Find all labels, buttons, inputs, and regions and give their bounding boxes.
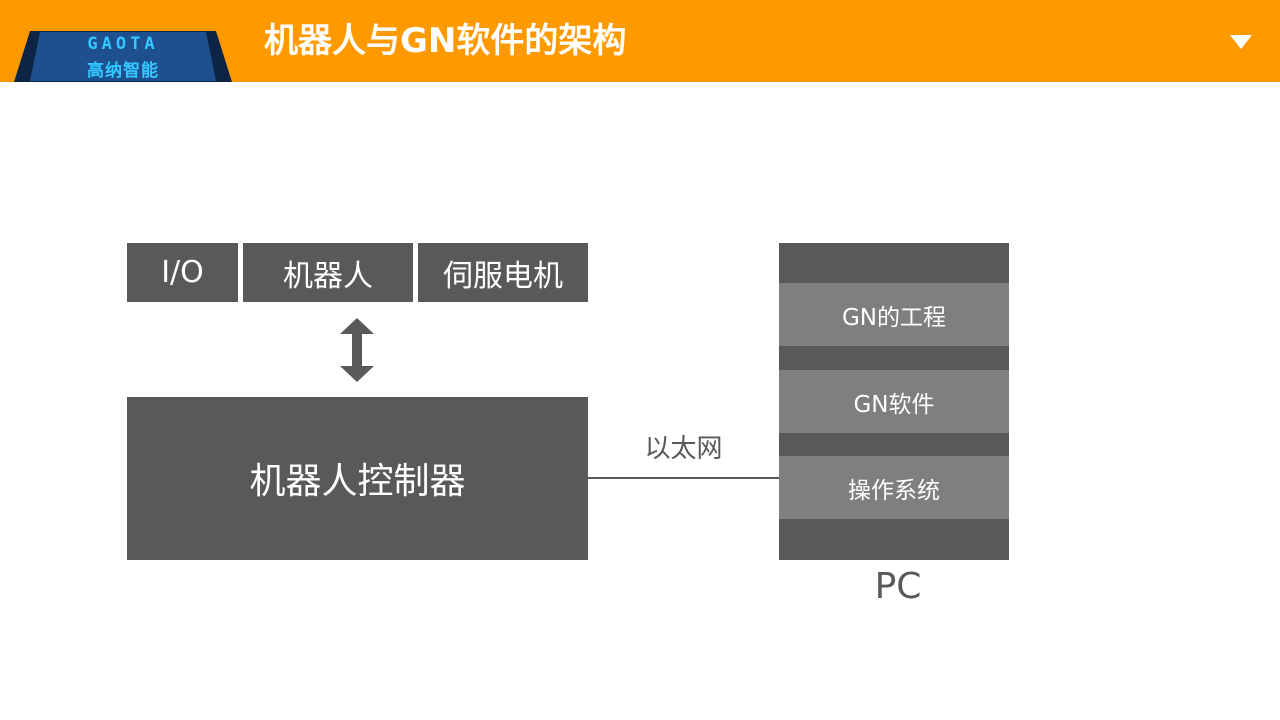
ethernet-label: 以太网 <box>644 434 723 464</box>
ethernet-connection-line <box>588 477 779 479</box>
header-bar: GAOTA 高纳智能 机器人与GN软件的架构 <box>0 0 1280 82</box>
robot-box: 机器人 <box>243 243 413 302</box>
logo-badge-shape <box>14 31 232 82</box>
layer-gn-software: GN软件 <box>779 370 1009 433</box>
servo-motor-box: 伺服电机 <box>418 243 588 302</box>
robot-controller-box: 机器人控制器 <box>127 397 588 560</box>
pc-stack: GN的工程 GN软件 操作系统 <box>779 243 1009 560</box>
logo-text-en: GAOTA <box>87 34 159 54</box>
layer-gn-project: GN的工程 <box>779 283 1009 346</box>
page-title: 机器人与GN软件的架构 <box>264 21 627 61</box>
logo: GAOTA 高纳智能 <box>14 31 232 82</box>
pc-label: PC <box>874 566 922 607</box>
io-box: I/O <box>127 243 238 302</box>
layer-operating-system: 操作系统 <box>779 456 1009 519</box>
triangle-down-icon[interactable] <box>1230 35 1252 49</box>
logo-text-cn: 高纳智能 <box>87 61 159 81</box>
double-arrow-icon <box>340 318 374 382</box>
